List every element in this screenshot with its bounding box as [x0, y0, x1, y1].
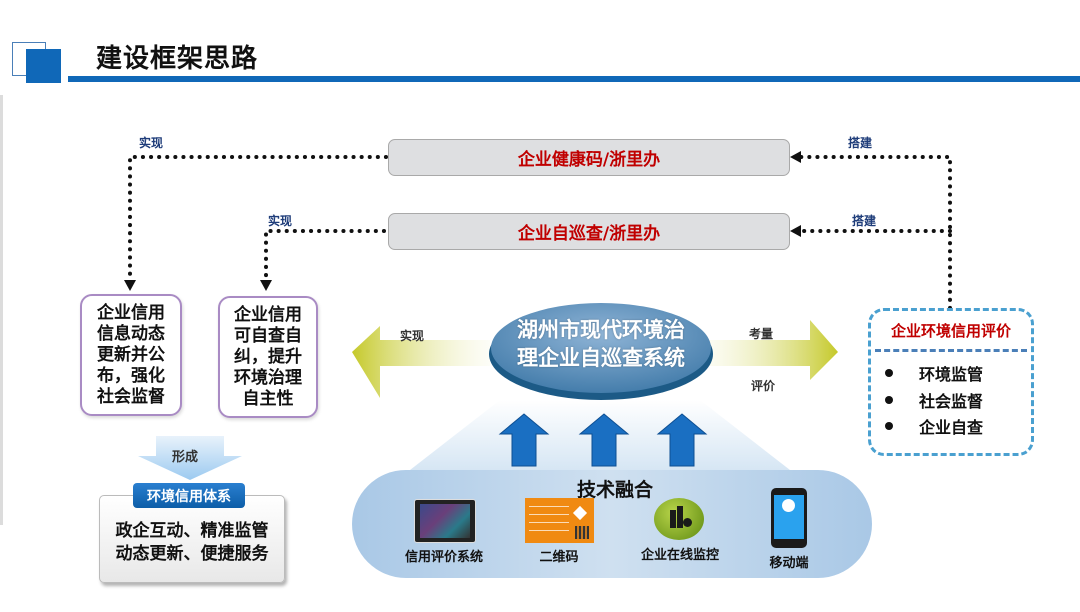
- form-arrow-label: 形成: [172, 450, 199, 465]
- system-name: 湖州市现代环境治 理企业自巡查系统: [486, 298, 716, 402]
- credit-system-line1: 政企互动、精准监管: [115, 521, 269, 541]
- evaluation-title: 企业环境信用评价: [890, 322, 1011, 340]
- center-left-arrow-label: 实现: [400, 329, 425, 343]
- up-arrow-icon: [498, 413, 550, 467]
- enterprise-self-inspection-label: 企业自巡查/浙里办: [517, 224, 661, 244]
- system-name-line1: 湖州市现代环境治: [517, 318, 685, 342]
- enterprise-health-code-box: 企业健康码/浙里办: [388, 139, 790, 176]
- outcome2-line: 自主性: [242, 388, 294, 409]
- tech-item-label: 移动端: [769, 556, 809, 571]
- evaluation-item: 社会监督: [885, 388, 983, 412]
- flow2-right-label: 搭建: [852, 214, 877, 228]
- tech-item-label: 信用评价系统: [404, 550, 483, 565]
- system-ellipse: [489, 303, 713, 400]
- outcome-box-self-correction: 企业信用 可自查自 纠，提升 环境治理 自主性: [218, 296, 318, 418]
- evaluation-item-label: 环境监管: [919, 365, 984, 384]
- evaluation-item-label: 社会监督: [919, 392, 984, 411]
- connector-flow1-right: [798, 155, 952, 310]
- bullet-icon: [885, 369, 893, 377]
- outcome2-line: 环境治理: [234, 367, 302, 388]
- form-down-arrow: [138, 436, 242, 480]
- arrowhead-down-2: [260, 280, 272, 291]
- tech-item-label: 企业在线监控: [640, 548, 719, 563]
- outcome2-line: 企业信用: [234, 304, 302, 325]
- left-yellow-arrow: [352, 326, 490, 398]
- evaluation-item-label: 企业自查: [919, 418, 984, 437]
- up-arrow-icon: [656, 413, 708, 467]
- qr-code-card-icon: [525, 498, 594, 543]
- flow1-left-label: 实现: [139, 136, 164, 150]
- flow2-left-label: 实现: [268, 214, 293, 228]
- outcome-box-dynamic-update: 企业信用 信息动态 更新并公 布，强化 社会监督: [80, 294, 182, 416]
- right-yellow-arrow: [700, 320, 838, 380]
- credit-system-tab: 环境信用体系: [133, 483, 245, 508]
- up-arrow-icon: [578, 413, 630, 467]
- mobile-phone-icon: [771, 488, 807, 548]
- enterprise-health-code-label: 企业健康码/浙里办: [517, 150, 661, 170]
- tech-item-label: 二维码: [539, 550, 579, 565]
- outcome1-line: 信息动态: [97, 323, 165, 344]
- tablet-icon: [414, 499, 476, 543]
- credit-system-line2: 动态更新、便捷服务: [115, 544, 269, 564]
- title-underline: [68, 76, 1080, 82]
- flow1-right-label: 搭建: [848, 136, 873, 150]
- outcome2-line: 纠，提升: [234, 346, 302, 367]
- system-ellipse-face: [491, 303, 711, 393]
- slide-left-edge: [0, 95, 3, 525]
- arrowhead-left-1: [790, 151, 801, 163]
- outcome1-line: 更新并公: [97, 344, 165, 365]
- center-arrows: [352, 320, 838, 398]
- center-right-arrow-label-top: 考量: [749, 327, 774, 341]
- tech-fusion-title: 技术融合: [576, 479, 653, 501]
- factory-monitor-icon: [654, 498, 704, 540]
- arrowhead-left-2: [790, 225, 801, 237]
- outcome1-line: 布，强化: [97, 365, 165, 386]
- arrowhead-down-1: [124, 280, 136, 291]
- outcome1-line: 企业信用: [97, 302, 165, 323]
- page-title: 建设框架思路: [96, 44, 259, 74]
- evaluation-item: 环境监管: [885, 361, 983, 385]
- connector-flow2-left: [264, 229, 386, 280]
- enterprise-self-inspection-box: 企业自巡查/浙里办: [388, 213, 790, 250]
- outcome1-line: 社会监督: [97, 386, 165, 407]
- system-name-line2: 理企业自巡查系统: [517, 346, 685, 370]
- bullet-icon: [885, 422, 893, 430]
- title-decoration-filled-square: [26, 49, 61, 83]
- credit-system-box: 政企互动、精准监管 动态更新、便捷服务: [99, 495, 285, 583]
- bullet-icon: [885, 396, 893, 404]
- up-arrows: [498, 413, 708, 467]
- center-right-arrow-label-bottom: 评价: [751, 379, 776, 393]
- evaluation-item: 企业自查: [885, 414, 983, 438]
- environmental-credit-evaluation-box: 企业环境信用评价 环境监管 社会监督 企业自查: [868, 308, 1034, 456]
- outcome2-line: 可自查自: [234, 325, 302, 346]
- connector-flow1-left: [128, 155, 388, 280]
- evaluation-separator: [875, 349, 1027, 352]
